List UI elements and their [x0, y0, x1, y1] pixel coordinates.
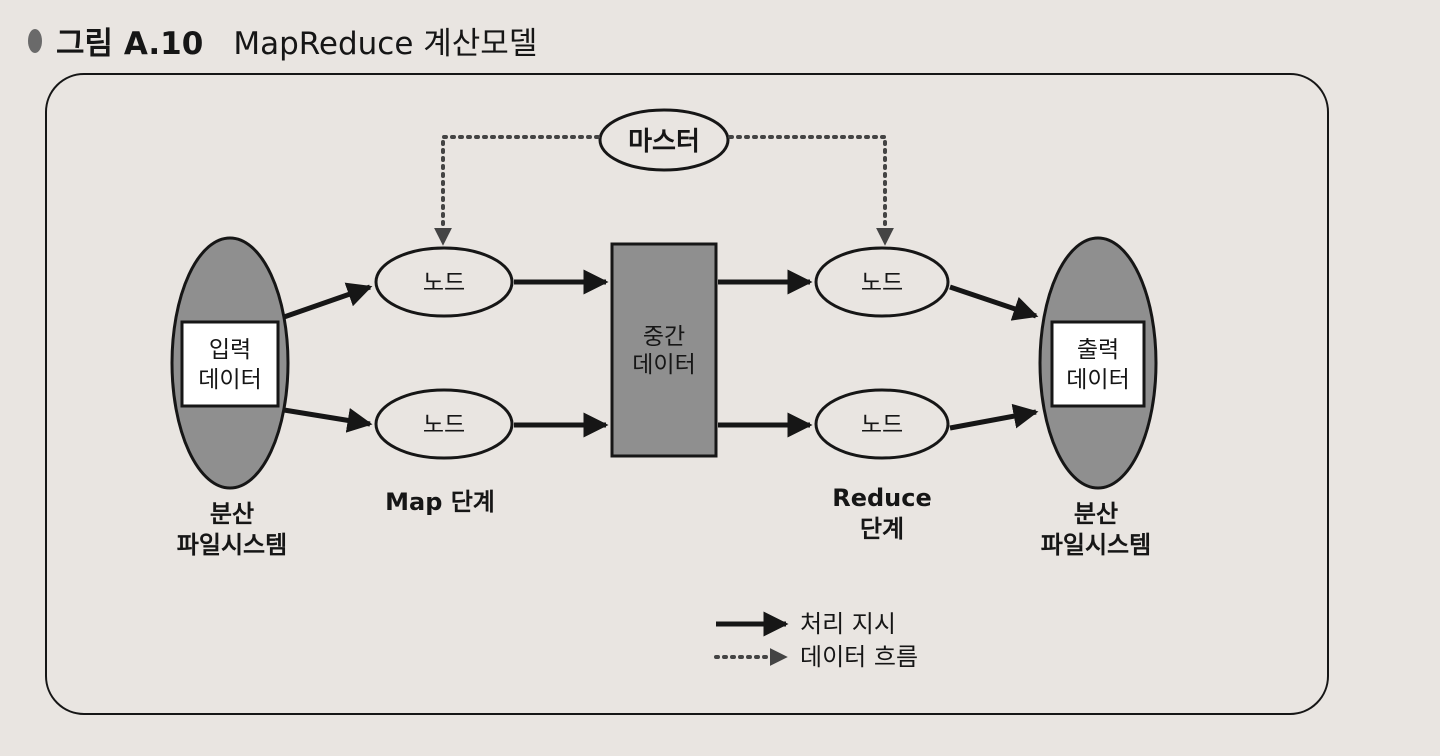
caption-bullet-icon: [28, 28, 42, 53]
output-data-box: [1050, 320, 1146, 408]
map-stage-label: Map 단계: [385, 488, 495, 516]
reduce-node-bottom: [814, 388, 950, 460]
legend-dotted-label: 데이터 흐름: [800, 643, 918, 671]
master-label: 마스터: [628, 127, 700, 157]
control-line-to-map: [434, 135, 600, 246]
legend: 처리 지시 데이터 흐름: [714, 610, 918, 671]
input-data-box: [180, 320, 280, 408]
control-line-to-reduce: [728, 135, 894, 246]
intermediate-data-box: [610, 242, 718, 458]
dfs-right-label-1: 분산: [1074, 500, 1118, 528]
dfs-left-label-1: 분산: [210, 500, 254, 528]
reduce-node-bottom-label: 노드: [861, 412, 903, 438]
reduce-stage-label-2: 단계: [860, 515, 904, 543]
map-node-top-label: 노드: [423, 270, 465, 296]
map-node-top: [374, 246, 514, 318]
dfs-right-label-2: 파일시스템: [1041, 531, 1151, 559]
intermediate-data-label-1: 중간: [643, 324, 685, 350]
input-data-label-2: 데이터: [198, 367, 261, 393]
reduce-node-top: [814, 246, 950, 318]
input-data-label-1: 입력: [209, 337, 251, 363]
output-data-label-2: 데이터: [1066, 367, 1129, 393]
diagram-frame: [45, 73, 1329, 715]
map-node-bottom: [374, 388, 514, 460]
intermediate-data-label-2: 데이터: [632, 352, 695, 378]
arrow-reduce-bottom-to-output: [949, 403, 1039, 431]
reduce-stage-label-1: Reduce: [832, 484, 932, 512]
arrow-input-to-map-top: [283, 282, 373, 320]
figure-title: MapReduce 계산모델: [233, 26, 538, 62]
legend-solid-label: 처리 지시: [800, 610, 896, 638]
arrow-input-to-map-bottom: [283, 407, 373, 433]
figure-number: 그림 A.10: [56, 26, 204, 62]
dfs-left-label-2: 파일시스템: [177, 531, 287, 559]
map-node-bottom-label: 노드: [423, 412, 465, 438]
output-data-label-1: 출력: [1077, 337, 1119, 363]
master-node: [598, 108, 730, 172]
reduce-node-top-label: 노드: [861, 270, 903, 296]
arrow-reduce-top-to-output: [949, 284, 1039, 321]
figure-caption: 그림 A.10 MapReduce 계산모델: [28, 18, 537, 63]
